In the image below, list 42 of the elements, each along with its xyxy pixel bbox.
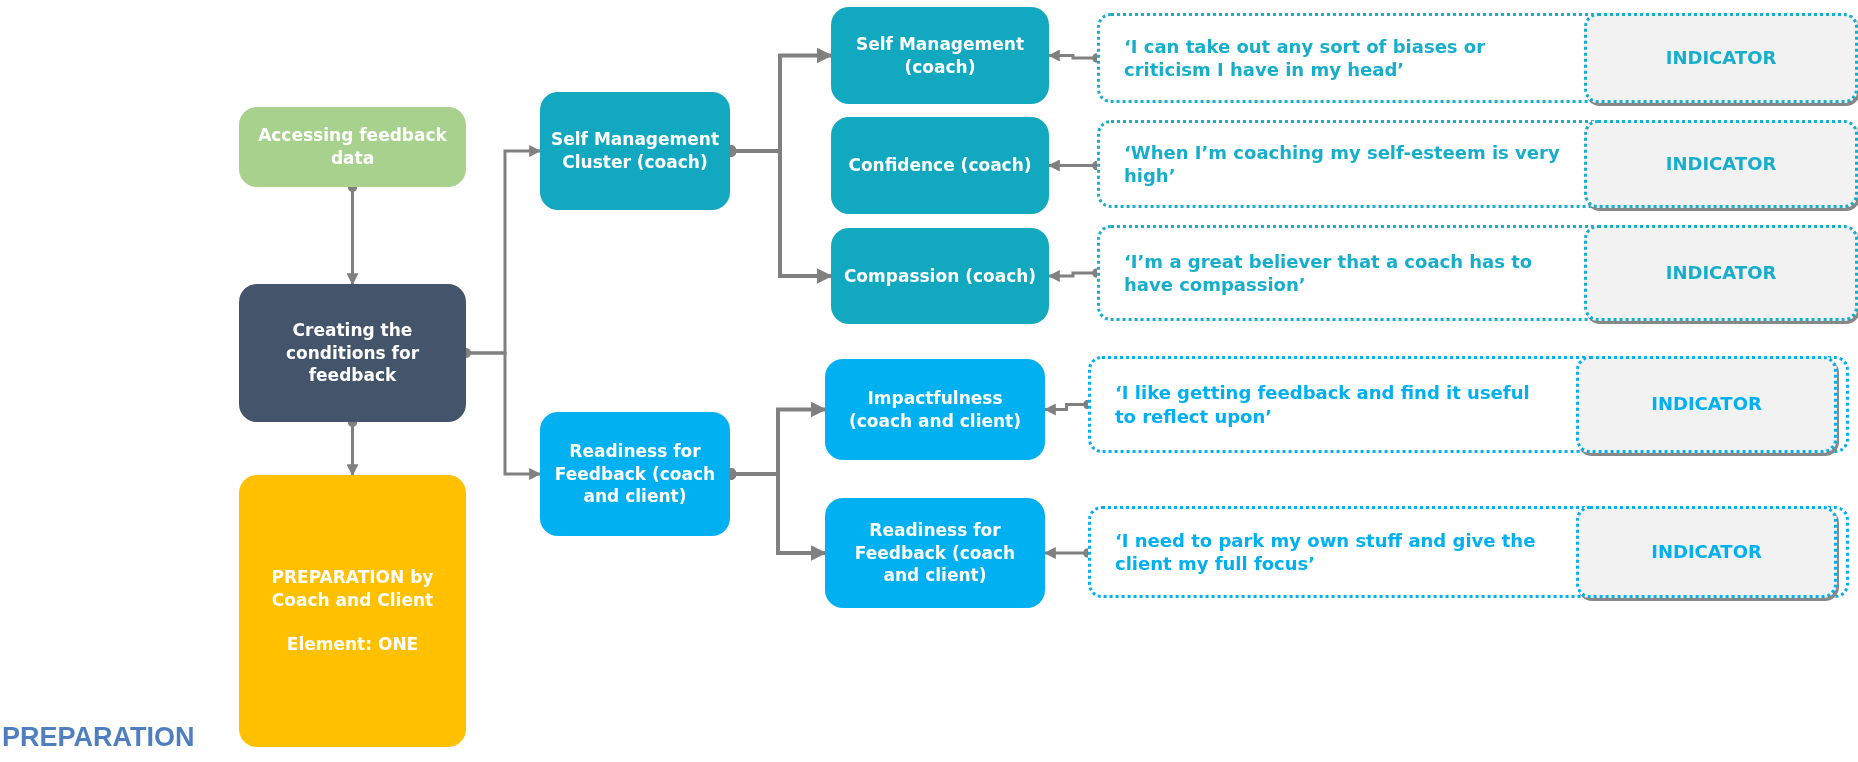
process-box: [239, 107, 466, 187]
indicator-label: INDICATOR: [1651, 539, 1762, 564]
process-box: [831, 117, 1049, 214]
box-label: Impactfulness (coach and client): [848, 386, 1022, 433]
quote-box: [1097, 13, 1855, 103]
indicator-box: [1576, 356, 1837, 453]
box-label: Readiness for Feedback (coach and client): [553, 439, 717, 509]
box-label: Confidence (coach): [848, 154, 1032, 177]
process-box: [239, 475, 466, 747]
indicator-box: [1584, 225, 1858, 321]
section-title: PREPARATION: [2, 722, 195, 753]
indicator-label: INDICATOR: [1665, 45, 1777, 70]
quote-text: ‘I’m a great believer that a coach has to have compassion’: [1124, 249, 1534, 297]
box-label: Self Management (coach): [854, 32, 1026, 79]
quote-text: ‘I can take out any sort of biases or criticism I have in my head’: [1124, 34, 1487, 82]
indicator-label: INDICATOR: [1665, 260, 1777, 285]
process-box: [825, 359, 1045, 460]
quote-text: ‘I need to park my own stuff and give the client my full focus’: [1115, 528, 1537, 576]
indicator-label: INDICATOR: [1651, 392, 1762, 417]
box-label: Element: ONE: [286, 633, 419, 657]
quote-box: [1097, 225, 1855, 321]
process-box: [540, 412, 730, 536]
box-label: PREPARATION by Coach and Client: [270, 565, 435, 612]
process-box: [831, 228, 1049, 324]
quote-box: [1088, 356, 1849, 453]
process-box: [825, 498, 1045, 608]
quote-box: [1097, 120, 1855, 208]
box-label: Creating the conditions for feedback: [284, 318, 421, 388]
box-label: Readiness for Feedback (coach and client): [853, 518, 1017, 588]
indicator-label: INDICATOR: [1665, 151, 1777, 176]
process-box: [831, 7, 1049, 104]
indicator-box: [1584, 13, 1858, 103]
indicator-box: [1584, 120, 1858, 208]
box-label: Self Management Cluster (coach): [550, 128, 720, 174]
process-box: [540, 92, 730, 210]
box-label: Accessing feedback data: [257, 124, 448, 170]
process-box: [239, 284, 466, 422]
quote-text: ‘When I’m coaching my self-esteem is very high’: [1124, 140, 1561, 188]
indicator-box: [1576, 506, 1837, 598]
box-label: Compassion (coach): [843, 264, 1037, 288]
quote-box: [1088, 506, 1849, 598]
quote-text: ‘I like getting feedback and find it useful to reflect upon’: [1115, 381, 1531, 428]
